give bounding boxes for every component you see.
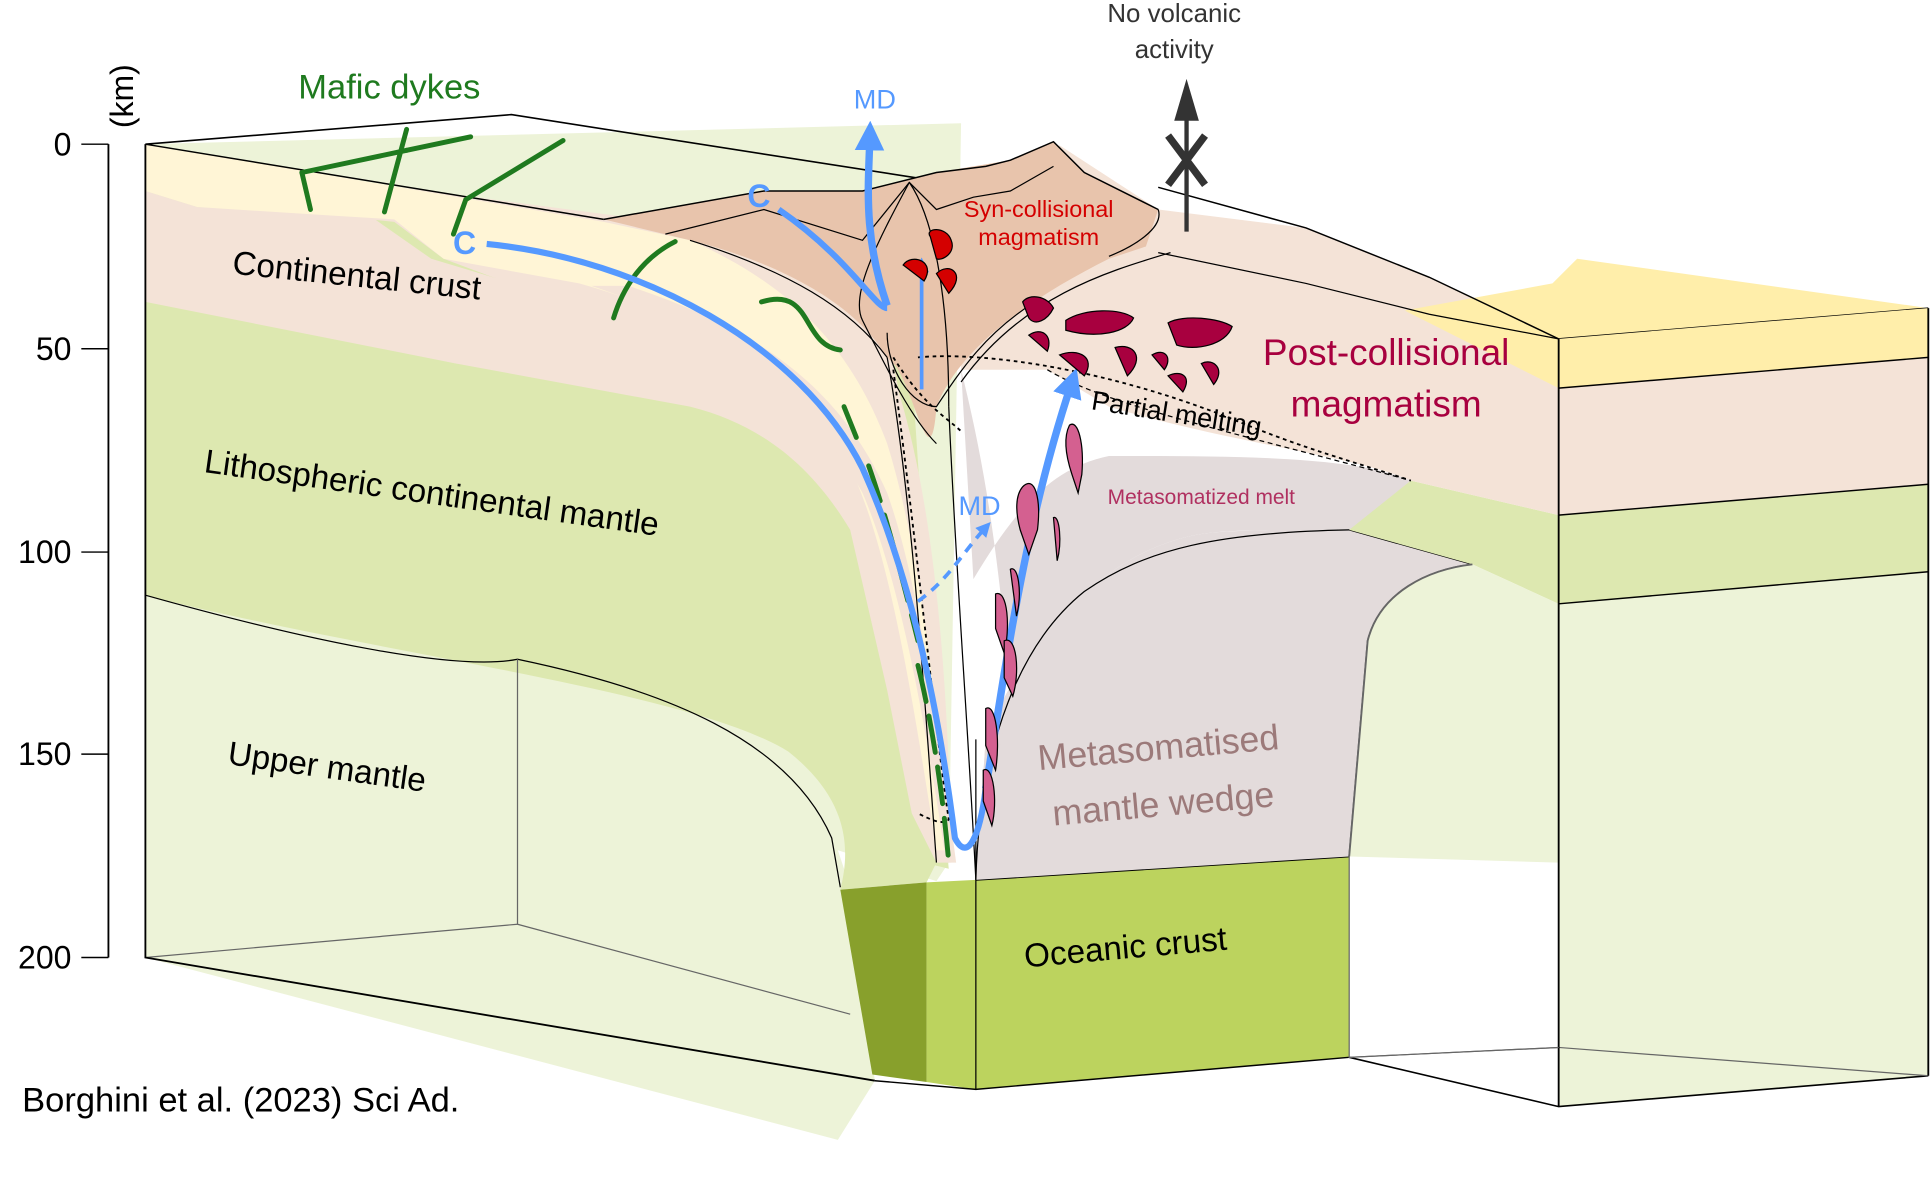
no-volcanic-label-1: No volcanic <box>1107 0 1241 28</box>
melt-blob <box>1016 483 1040 557</box>
melt-blob <box>1065 310 1135 335</box>
dyke-10 <box>915 662 952 866</box>
md-lower-arrow <box>916 521 991 603</box>
partial-melting-line <box>917 355 1412 482</box>
metasomatized-melts <box>982 423 1083 828</box>
melt-blob <box>1058 351 1089 377</box>
axis-unit-label: (km) <box>104 64 140 128</box>
right-block-side <box>1348 308 1930 1108</box>
c-upper-label: C <box>747 178 770 214</box>
melt-blob <box>1200 361 1220 386</box>
post-collisional-label-2: magmatism <box>1291 384 1482 425</box>
melt-blob <box>902 258 929 282</box>
melt-blob <box>1151 351 1169 371</box>
md-top-label: MD <box>854 83 896 114</box>
tick-label-200: 200 <box>18 940 71 976</box>
dyke-8 <box>841 404 859 440</box>
up-arrowhead-icon <box>1174 78 1199 121</box>
no-volcanic-activity-marker <box>1165 78 1208 232</box>
post-collisional-label-1: Post-collisional <box>1263 332 1509 373</box>
tick-label-0: 0 <box>54 126 72 162</box>
melt-blob <box>985 707 999 773</box>
melt-blob <box>1114 345 1138 377</box>
dyke-2 <box>299 147 410 175</box>
syn-collisional-label-2: magmatism <box>978 224 1099 250</box>
melt-blob <box>982 769 996 828</box>
mantle-wedge-region <box>975 530 1473 880</box>
melt-blob <box>1027 331 1050 353</box>
c-upper-arrow <box>776 206 888 312</box>
melt-blob <box>1021 296 1055 323</box>
dyke-4 <box>381 126 410 215</box>
left-block-front <box>144 113 962 1140</box>
cross-icon <box>1165 133 1208 188</box>
md-lower-label: MD <box>958 490 1000 521</box>
post-collisional-melts <box>1021 296 1233 393</box>
melt-blob <box>1052 516 1061 561</box>
c-left-label: C <box>453 225 476 261</box>
dyke-3 <box>404 134 474 153</box>
tick-label-150: 150 <box>18 736 71 772</box>
depth-axis: 0 50 100 150 200 (km) <box>18 64 140 975</box>
tick-label-100: 100 <box>18 534 71 570</box>
melt-blob <box>1167 317 1233 348</box>
sediment-layer <box>145 144 949 851</box>
syn-collisional-melts <box>902 229 958 295</box>
c-path-arrow <box>486 240 989 851</box>
md-top-arrow <box>854 120 891 307</box>
oceanic-crust-dark <box>840 882 927 1082</box>
melt-blob <box>1065 423 1083 496</box>
dyke-1 <box>299 170 313 212</box>
dyke-5 <box>450 138 566 237</box>
mafic-dykes-label: Mafic dykes <box>298 69 480 107</box>
melt-blob <box>935 268 958 295</box>
melt-blob <box>1009 568 1020 617</box>
no-volcanic-label-2: activity <box>1135 36 1214 64</box>
melt-blob <box>1167 372 1188 393</box>
oceanic-crust-region <box>975 856 1350 1090</box>
melt-blob <box>1003 639 1018 698</box>
metasomatized-melt-label: Metasomatized melt <box>1108 486 1296 509</box>
dyke-6 <box>611 239 678 321</box>
tick-label-50: 50 <box>36 331 72 367</box>
syn-collisional-label-1: Syn-collisional <box>964 196 1114 222</box>
oceanic-slab <box>840 855 1350 1091</box>
melt-blob <box>928 229 953 260</box>
dyke-7 <box>759 296 843 353</box>
citation: Borghini et al. (2023) Sci Ad. <box>22 1082 459 1120</box>
